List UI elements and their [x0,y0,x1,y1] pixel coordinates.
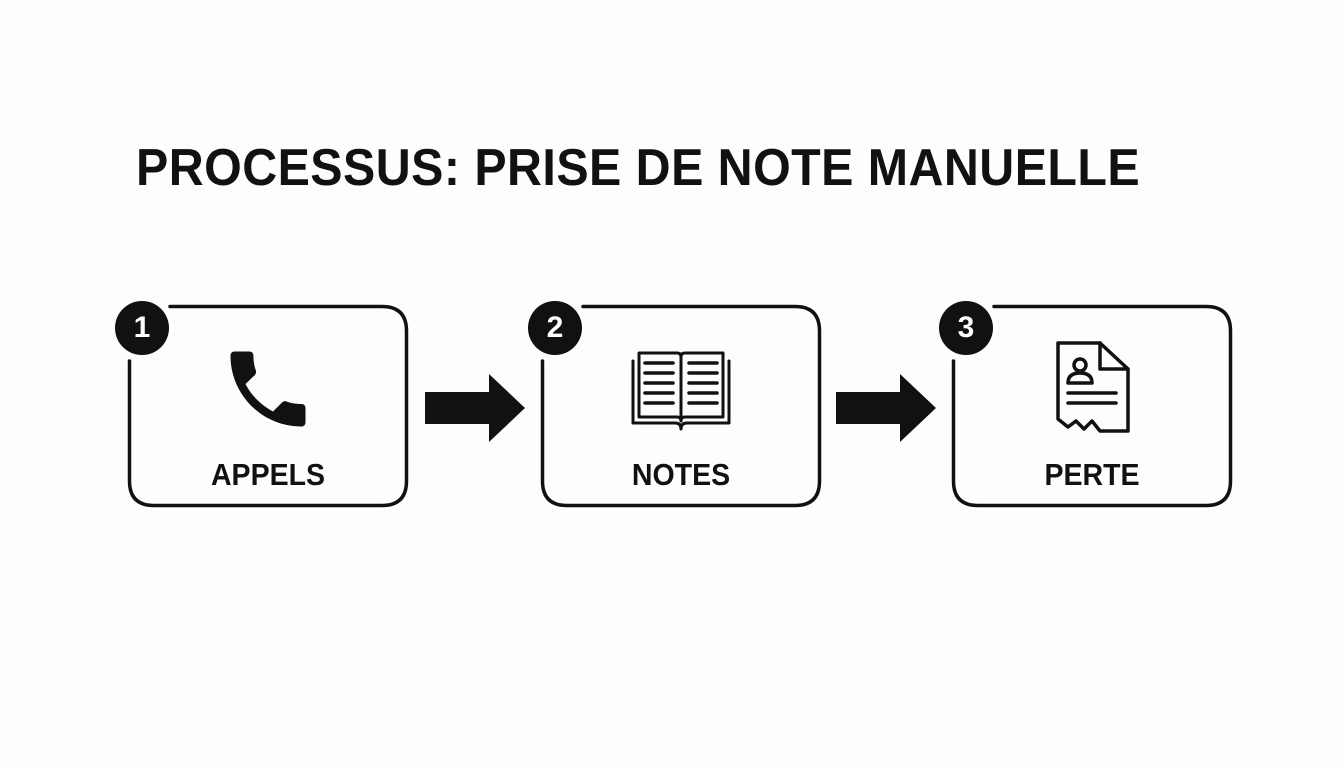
step-number-badge: 2 [528,301,582,355]
right-arrow-icon [425,374,525,442]
step-1-card: 1 APPELS [115,301,409,508]
step-number-badge: 1 [115,301,169,355]
torn-document-icon [1056,341,1130,433]
phone-icon [230,351,306,427]
step-number-badge: 3 [939,301,993,355]
step-frame [951,304,1233,508]
step-label: APPELS [210,457,326,492]
step-label: PERTE [1044,457,1140,492]
right-arrow-icon [836,374,936,442]
step-label: NOTES [631,457,731,492]
step-frame [127,304,409,508]
step-2-card: 2 NOTES [528,301,822,508]
diagram-title: PROCESSUS: PRISE DE NOTE MANUELLE [136,139,1141,197]
step-3-card: 3 PERTE [939,301,1233,508]
step-frame [540,304,822,508]
open-book-icon [631,351,731,431]
